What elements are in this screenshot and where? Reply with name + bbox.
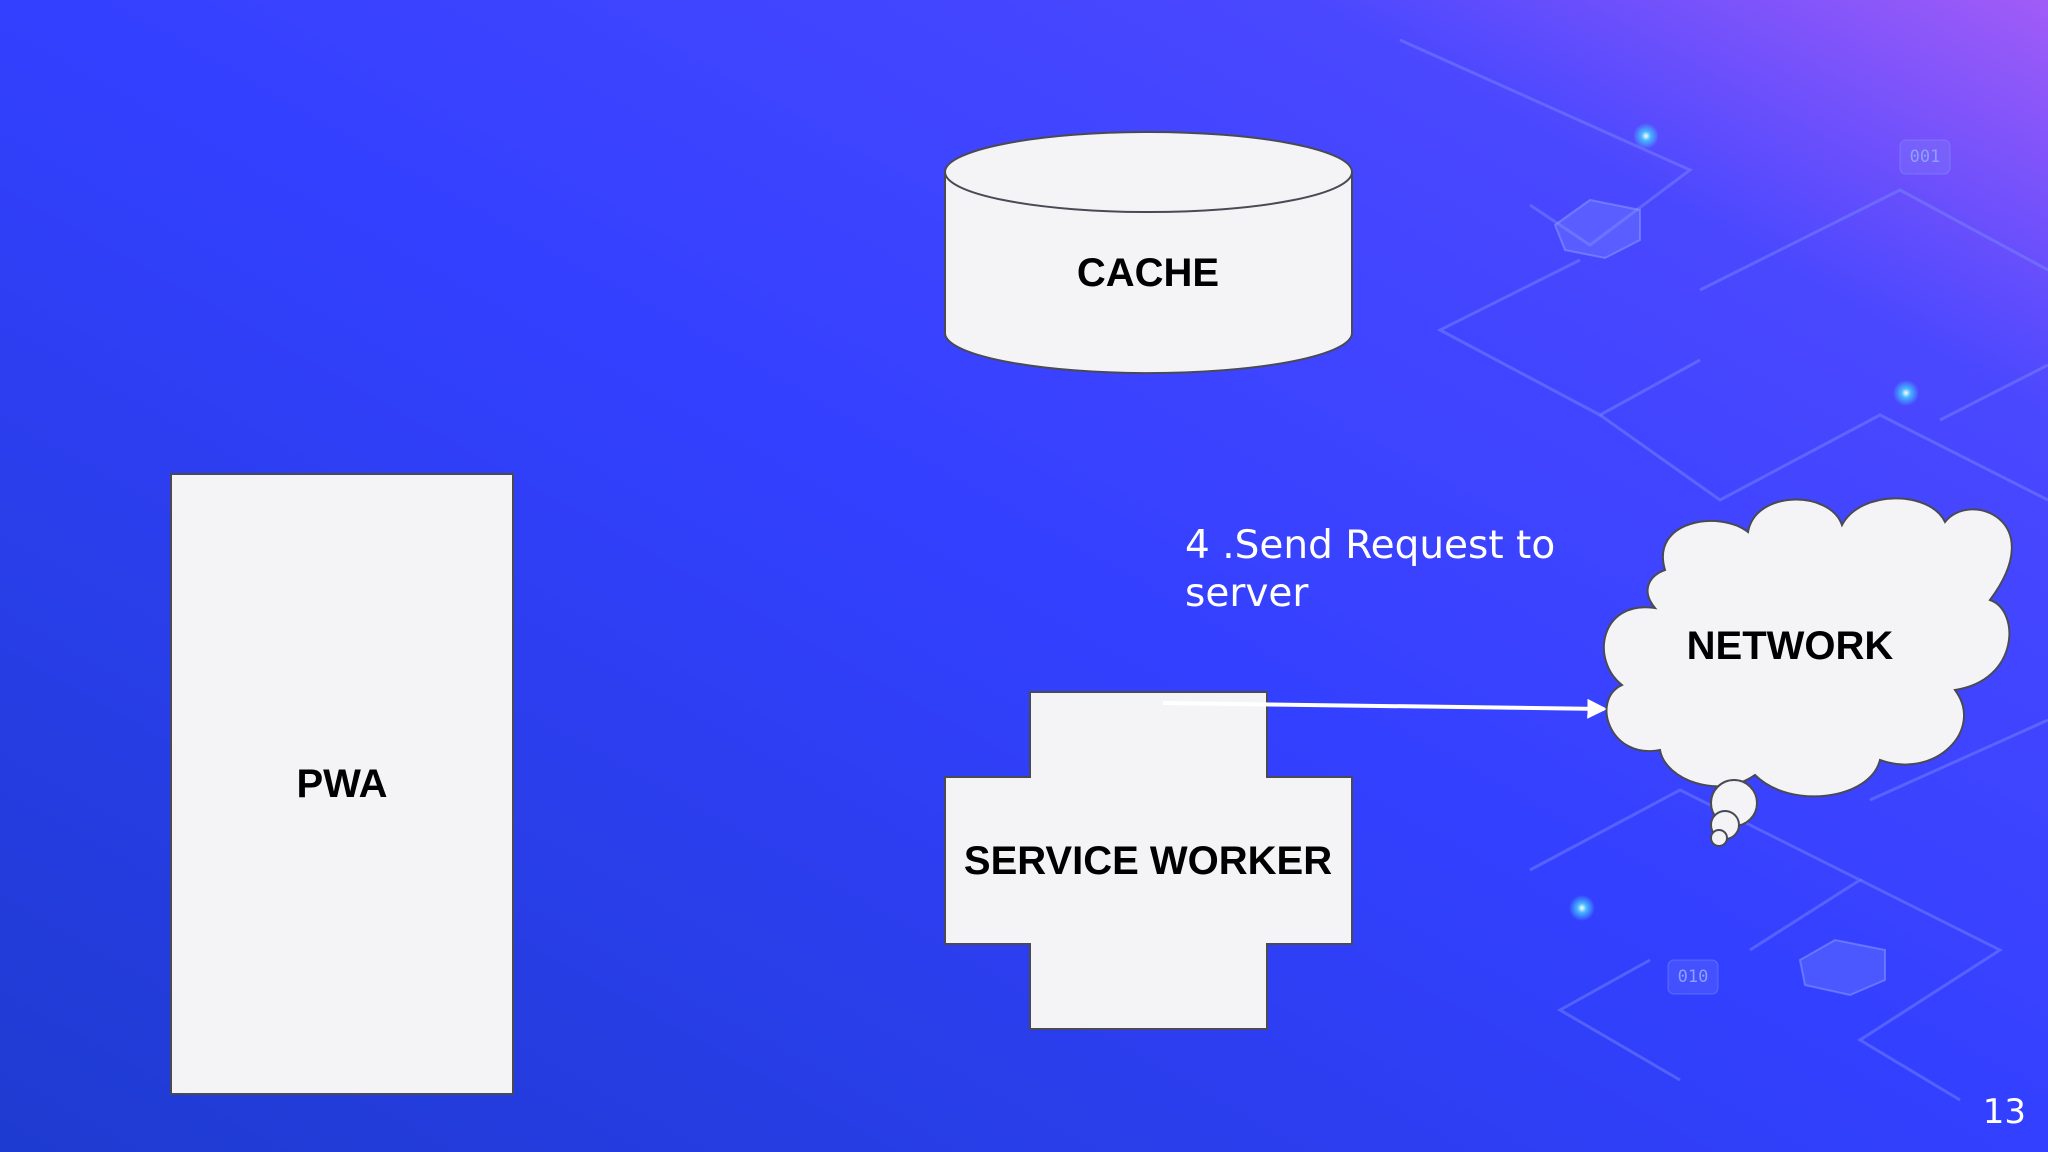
circuit-line [1939,363,2048,422]
network-label: NETWORK [1687,624,1894,668]
cache-cylinder-top [944,131,1353,213]
circuit-line [1699,188,2048,292]
tag-box [1899,139,1951,175]
tag-010: 010 [1678,967,1709,987]
pwa-label: PWA [296,762,387,806]
hexagon-shape [1798,938,1886,997]
send-request-arrow [1162,698,1608,719]
service-worker-node: SERVICE WORKER [944,691,1353,1030]
cache-cylinder-body [944,172,1353,375]
network-node: NETWORK [1602,497,2013,847]
circuit-line [1556,958,1681,1082]
circuit-line [1869,718,2048,802]
circuit-lines [1399,38,2048,1102]
hexagon-shape [1553,198,1641,260]
tag-001: 001 [1910,147,1941,167]
thought-bubble-small [1710,829,1728,847]
step-4-line-2: server [1185,571,1309,616]
circuit-line [1436,258,1701,417]
glow-dot [1893,380,1919,406]
circuit-line [1399,38,1693,247]
service-worker-label: SERVICE WORKER [964,839,1332,883]
glow-dot [1633,123,1659,149]
circuit-line [1857,878,2004,1102]
page-number: 13 [1982,1092,2026,1132]
pwa-rectangle [170,473,514,1095]
pwa-node: PWA [170,473,514,1095]
cache-node: CACHE [944,131,1353,375]
glow-dot [1569,895,1595,921]
circuit-line [1529,788,1864,952]
step-4-label: 4 .Send Request to server [1185,522,1605,618]
step-4-line-1: 4 .Send Request to [1185,523,1556,568]
circuit-line [1599,413,2048,502]
service-worker-cross [944,691,1353,1030]
code-tags: 001 010 [1667,139,1951,995]
network-cloud [1602,497,2013,798]
circuit-hexagons [1553,198,1886,997]
tag-box [1667,959,1719,995]
cache-label: CACHE [1077,251,1219,295]
glow-dots [1569,123,1919,921]
